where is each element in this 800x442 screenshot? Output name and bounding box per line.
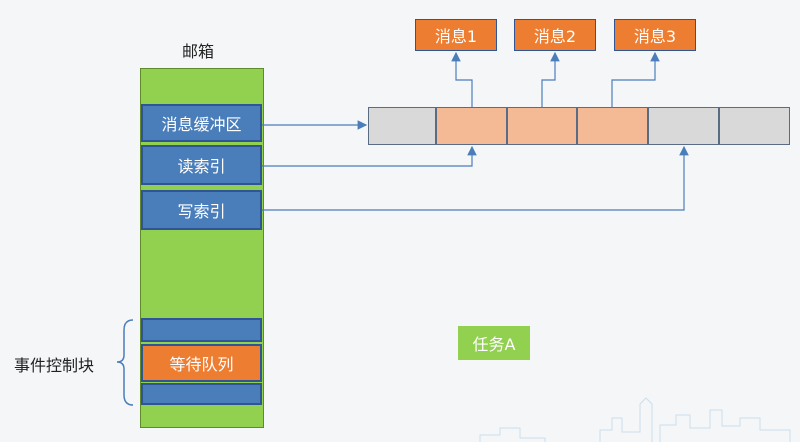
message-box: 消息3 [614,19,696,51]
buffer-cell [436,107,507,145]
wait-queue-field: 等待队列 [141,344,262,382]
buffer-cell [507,107,577,145]
buffer-cell [648,107,719,145]
message1-arrow [451,51,473,107]
write-index-arrow [262,145,689,211]
write-index-field: 写索引 [141,190,262,230]
ecb-label: 事件控制块 [14,356,95,375]
read-index-field: 读索引 [141,145,262,185]
buffer-cell [719,107,790,145]
ecb-bottom-field [141,383,262,405]
buffer-cell [577,107,648,145]
ecb-top-field [141,318,262,342]
message3-arrow [611,51,660,107]
task-a-box: 任务A [458,326,530,360]
buffer-cell [368,107,436,145]
ecb-bracket [116,319,134,406]
message-buffer-field: 消息缓冲区 [141,104,262,142]
mailbox-title: 邮箱 [182,42,215,61]
decorative-skyline [479,397,791,442]
message-box: 消息1 [415,19,497,51]
message-box: 消息2 [514,19,596,51]
message2-arrow [541,51,560,107]
read-index-arrow [262,145,477,167]
